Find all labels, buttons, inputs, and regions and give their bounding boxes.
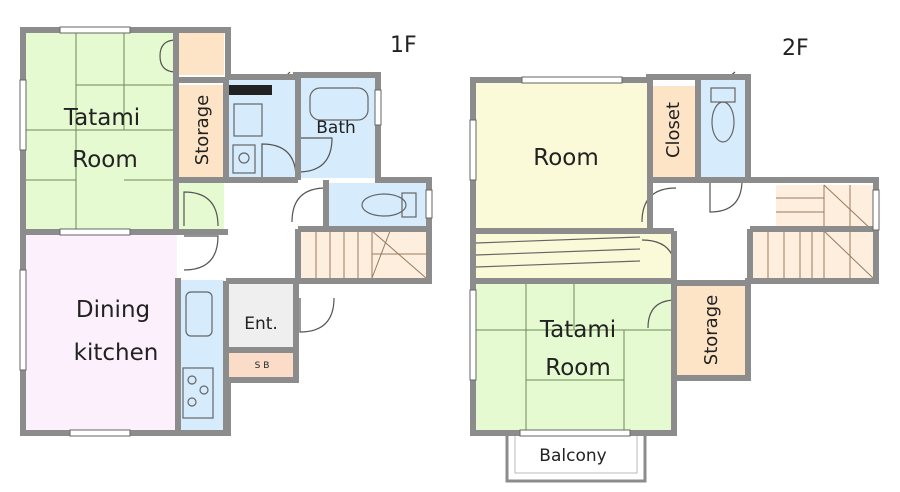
bath-fixtures-1f [309,87,369,121]
hallway-2f [476,233,672,280]
window-icon [425,189,433,219]
balcony-label-2f: Balcony [539,446,606,466]
hall-lines-2f [475,236,641,268]
basin-drain-icon [238,152,250,164]
shoe-box-label-1f: S B [255,361,270,371]
washing-machine-icon [228,85,272,95]
closet-label-2f: Closet [663,102,684,158]
kitchen-fixtures-1f [182,291,214,419]
window-icon [469,119,477,181]
shoe-box-1f [228,351,296,377]
window-icon [69,429,131,437]
washbasin-icon [232,144,256,174]
window-icon [19,269,27,371]
door-icon [297,137,333,173]
stair-treads-1f [315,230,427,279]
tatami-room-label-2f: Tatami [539,317,616,343]
window-icon [469,289,477,381]
room-2f [476,83,648,229]
tatami-room-1f [26,33,174,230]
dining-kitchen-1f [26,233,177,430]
washroom-fixtures-1f [228,85,272,174]
floor-label-2f: 2F [782,36,809,61]
window-icon [59,228,131,236]
entrance-label-1f: Ent. [244,314,278,334]
floor-1f: 1F Tatami Room Storage Bath Dining kitch… [19,26,433,437]
entrance-1f [228,283,296,349]
tatami-room-label-1f-line2: Room [72,147,138,173]
door-icon [183,235,219,271]
window-icon [59,26,131,34]
burner-icon [187,375,197,385]
windows-1f [19,26,433,437]
closet-2f [651,86,696,177]
tatami-room-label-2f-line2: Room [545,355,611,381]
window-icon [872,189,880,231]
window-icon [521,76,623,84]
dining-label-1f-line2: kitchen [74,340,159,366]
door-icon [291,187,327,223]
toilet-icon [361,193,407,217]
window-icon [19,79,27,151]
door-icon [299,297,335,333]
bath-label-1f: Bath [316,118,356,138]
kitchen-counter-1f [180,280,224,430]
storage-2f [676,286,746,375]
door-icon [183,191,219,227]
walls-1f [20,27,432,436]
walls-2f [470,74,879,436]
floor-label-1f: 1F [390,33,417,58]
storage-label-1f: Storage [192,95,213,165]
window-icon [519,429,631,437]
toilet-fixture-1f [361,192,417,218]
toilet-2f [700,80,745,177]
room-label-2f: Room [533,145,599,171]
bathtub-icon [309,87,369,121]
toilet-icon [711,101,735,143]
floor-2f: 2F Room Closet Tatami Room Storage Balco… [469,36,880,483]
sink-icon [185,291,213,337]
storage-label-2f: Storage [701,295,722,365]
washer-icon [233,103,263,137]
tatami-room-label-1f: Tatami [63,105,140,131]
dining-label-1f: Dining [76,297,150,323]
tatami-mat-lines-2f [476,282,672,430]
tatami-mat-lines-1f [26,33,174,230]
windows-2f [469,76,880,437]
toilet-fixture-2f [710,87,736,143]
burner-icon [187,397,197,407]
burner-icon [199,385,209,395]
stove-icon [182,367,214,419]
doors-1f [159,39,335,333]
toilet-1f [328,183,426,227]
window-icon [374,89,382,126]
toilet-tank-icon [401,192,417,218]
tatami-nook-1f [177,182,224,229]
door-icon [709,179,743,213]
bathroom-1f [300,78,375,178]
storage-1f [177,85,224,177]
closet-small-1f [177,33,224,75]
